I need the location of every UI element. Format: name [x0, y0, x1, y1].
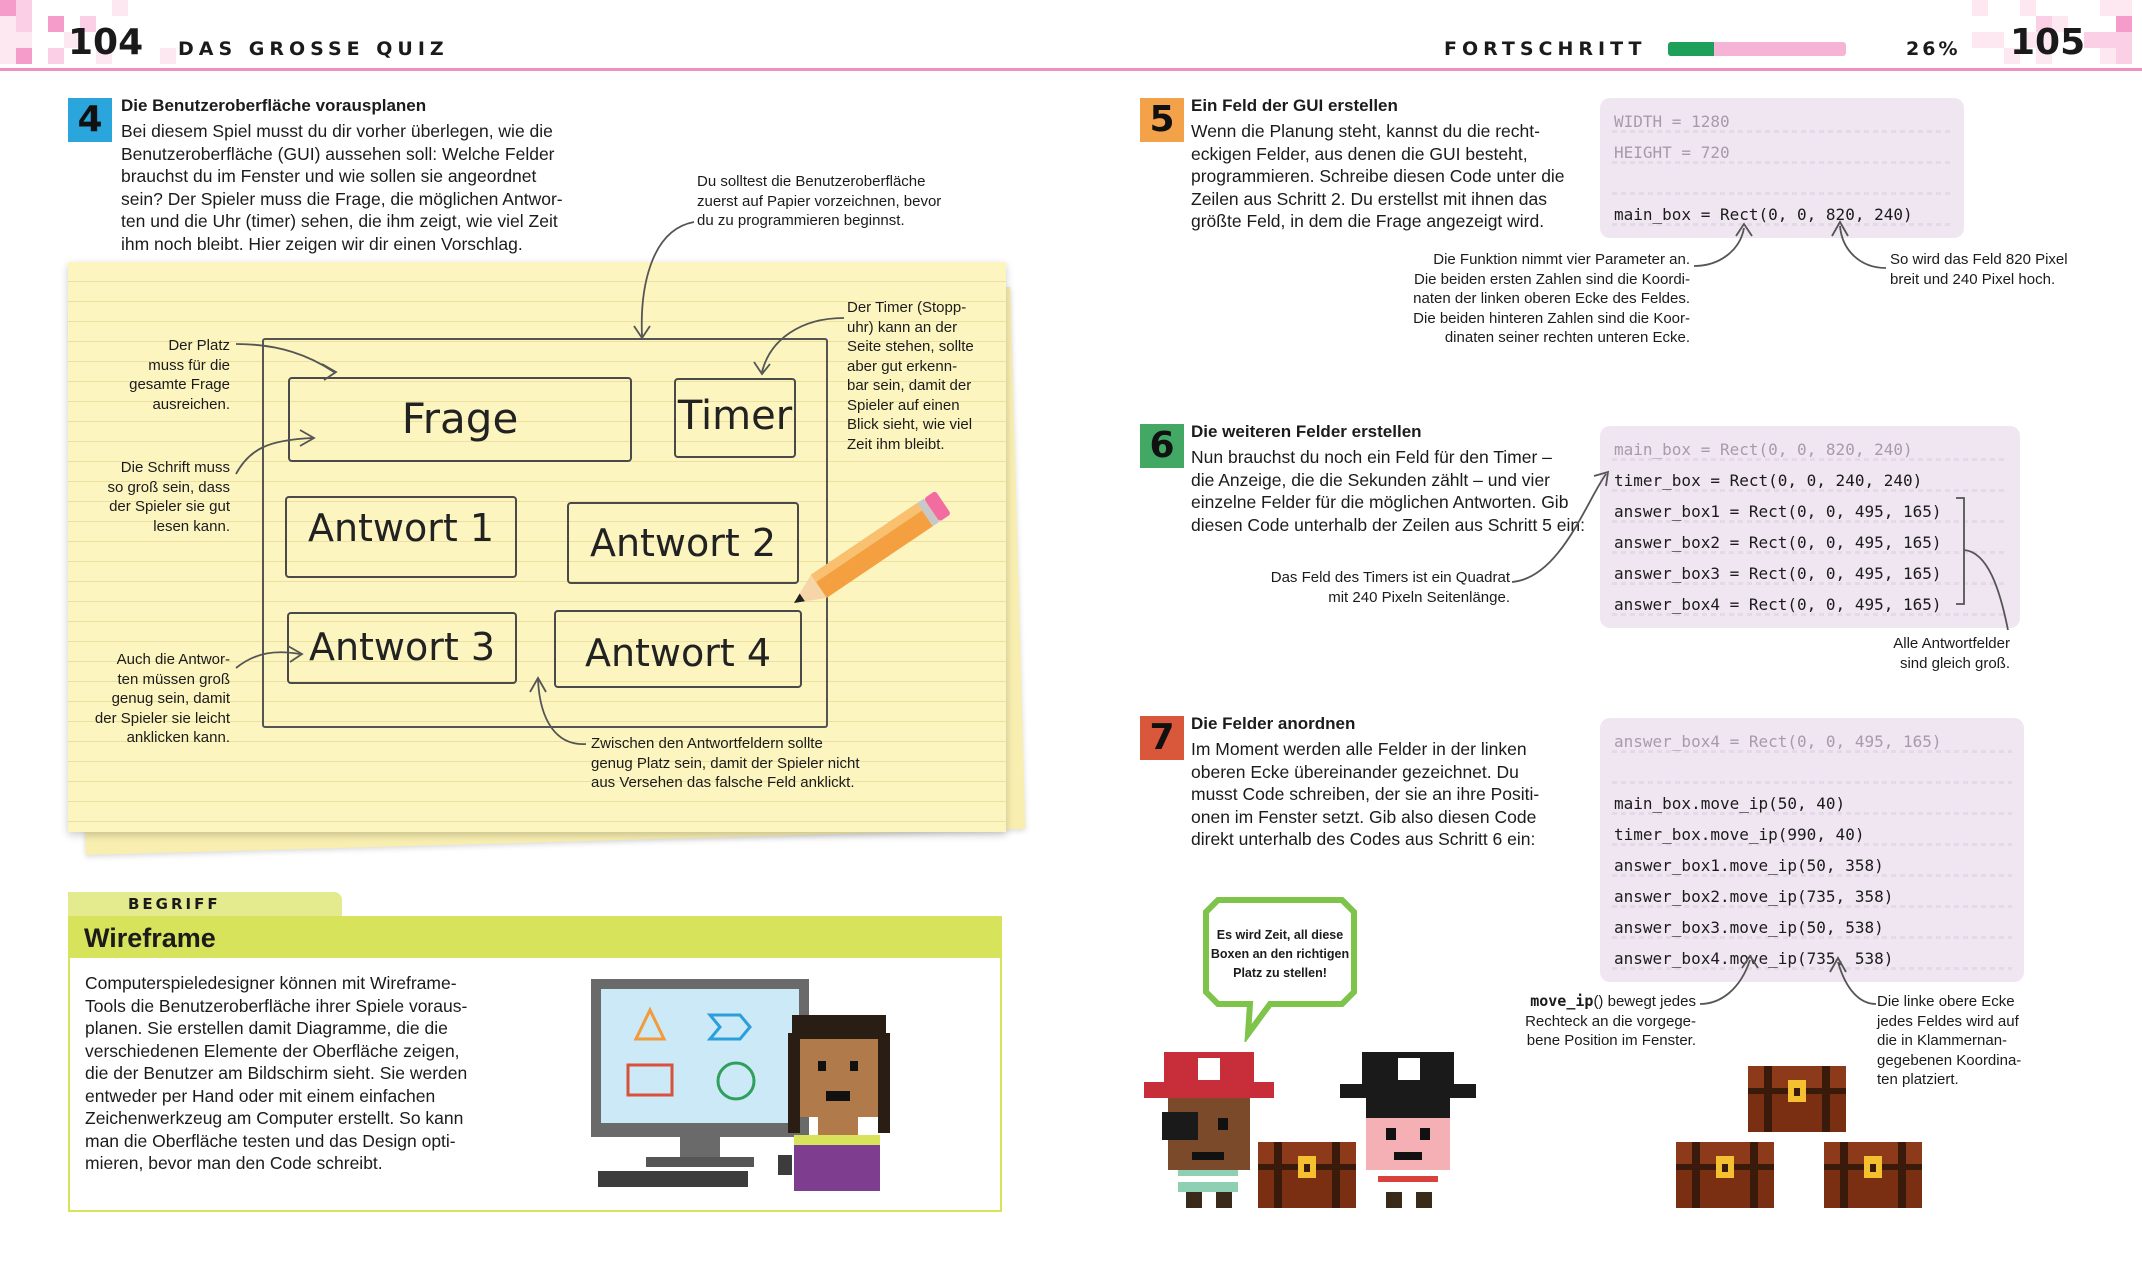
step-6-body: Nun brauchst du noch ein Feld für den Ti…: [1191, 447, 1585, 535]
code-line: answer_box2 = Rect(0, 0, 495, 165): [1612, 527, 2008, 558]
pirate-1: [1144, 1052, 1274, 1208]
header-line-left: [0, 68, 1071, 71]
code-line: answer_box4 = Rect(0, 0, 495, 165): [1612, 726, 2012, 757]
progress-fill: [1668, 42, 1715, 56]
step-4-badge: 4: [68, 98, 112, 142]
step-5-badge: 5: [1140, 98, 1184, 142]
code-line: main_box.move_ip(50, 40): [1612, 788, 2012, 819]
code-line: answer_box3.move_ip(50, 538): [1612, 912, 2012, 943]
notepad-sheet: [68, 262, 1006, 832]
step-7-note-move-ip: move_ip() bewegt jedes Rechteck an die v…: [1525, 992, 1696, 1049]
treasure-chest-icon: [1748, 1066, 1846, 1132]
progress-bar: [1668, 42, 1846, 56]
left-page-number: 104: [68, 22, 144, 63]
step-7-body: Im Moment werden alle Felder in der link…: [1191, 739, 1540, 849]
code-line: answer_box4.move_ip(735, 538): [1612, 943, 2012, 974]
treasure-chest-icon: [1676, 1142, 1774, 1208]
code-line: [1612, 168, 1952, 199]
code-line: timer_box = Rect(0, 0, 240, 240): [1612, 465, 2008, 496]
step-5-body: Wenn die Planung steht, kannst du die re…: [1191, 121, 1565, 231]
begriff-tag-label: BEGRIFF: [128, 895, 221, 913]
right-page-number: 105: [2010, 22, 2086, 63]
begriff-title-bar: Wireframe: [70, 918, 1000, 958]
step-7-code-block: answer_box4 = Rect(0, 0, 495, 165) main_…: [1600, 718, 2024, 982]
code-line: timer_box.move_ip(990, 40): [1612, 819, 2012, 850]
code-line: [1612, 757, 2012, 788]
begriff-tag: BEGRIFF: [68, 892, 342, 916]
step-5-title: Ein Feld der GUI erstellen: [1191, 96, 1398, 115]
treasure-chest-icon: [1258, 1142, 1356, 1208]
step-7-title: Die Felder anordnen: [1191, 714, 1356, 733]
step-5-note-parameters: Die Funktion nimmt vier Parameter an.Die…: [1413, 251, 1690, 346]
step-6-title: Die weiteren Felder erstellen: [1191, 422, 1422, 441]
step-7-number: 7: [1149, 717, 1175, 758]
begriff-title: Wireframe: [84, 923, 216, 953]
step-5-code-block: WIDTH = 1280 HEIGHT = 720 main_box = Rec…: [1600, 98, 1964, 238]
code-line: HEIGHT = 720: [1612, 137, 1952, 168]
step-6-badge: 6: [1140, 424, 1184, 468]
computer-illustration: [591, 979, 890, 1191]
code-line: answer_box1.move_ip(50, 358): [1612, 850, 2012, 881]
left-page-title: DAS GROSSE QUIZ: [178, 38, 449, 60]
progress-label: FORTSCHRITT: [1444, 38, 1647, 60]
pixel-decoration-left: [0, 0, 180, 70]
header-line-right: [1071, 68, 2142, 71]
pencil-icon: [794, 491, 950, 603]
begriff-box: Wireframe Computerspieledesigner können …: [68, 916, 1002, 1212]
step-5-number: 5: [1149, 99, 1175, 140]
code-line: main_box = Rect(0, 0, 820, 240): [1612, 434, 2008, 465]
pirate-2: [1340, 1052, 1476, 1208]
step-6-code-block: main_box = Rect(0, 0, 820, 240) timer_bo…: [1600, 426, 2020, 628]
begriff-body: Computerspieledesigner können mit Wirefr…: [85, 973, 468, 1173]
sketch-timer-box: Timer: [674, 378, 796, 458]
progress-percent: 26%: [1906, 38, 1961, 60]
code-line: answer_box3 = Rect(0, 0, 495, 165): [1612, 558, 2008, 589]
treasure-chest-icon: [1824, 1142, 1922, 1208]
speech-bubble: [1203, 897, 1357, 1042]
sketch-antwort4-box: Antwort 4: [554, 610, 802, 688]
step-6-number: 6: [1149, 425, 1175, 466]
code-line: answer_box2.move_ip(735, 358): [1612, 881, 2012, 912]
sketch-antwort2-box: Antwort 2: [567, 502, 799, 584]
step-7-badge: 7: [1140, 716, 1184, 760]
sketch-frage-box: Frage: [288, 377, 632, 462]
code-line: answer_box1 = Rect(0, 0, 495, 165): [1612, 496, 2008, 527]
sketch-antwort1-box: Antwort 1: [285, 496, 517, 578]
pixel-decoration-right: [1940, 0, 2142, 70]
step-4-number: 4: [77, 99, 103, 140]
step-4-body: Bei diesem Spiel musst du dir vorher übe…: [121, 121, 563, 254]
code-line: answer_box4 = Rect(0, 0, 495, 165): [1612, 589, 2008, 620]
sketch-antwort3-box: Antwort 3: [287, 612, 517, 684]
code-line: main_box = Rect(0, 0, 820, 240): [1612, 199, 1952, 230]
step-4-title: Die Benutzeroberfläche vorausplanen: [121, 96, 427, 115]
code-line: WIDTH = 1280: [1612, 106, 1952, 137]
